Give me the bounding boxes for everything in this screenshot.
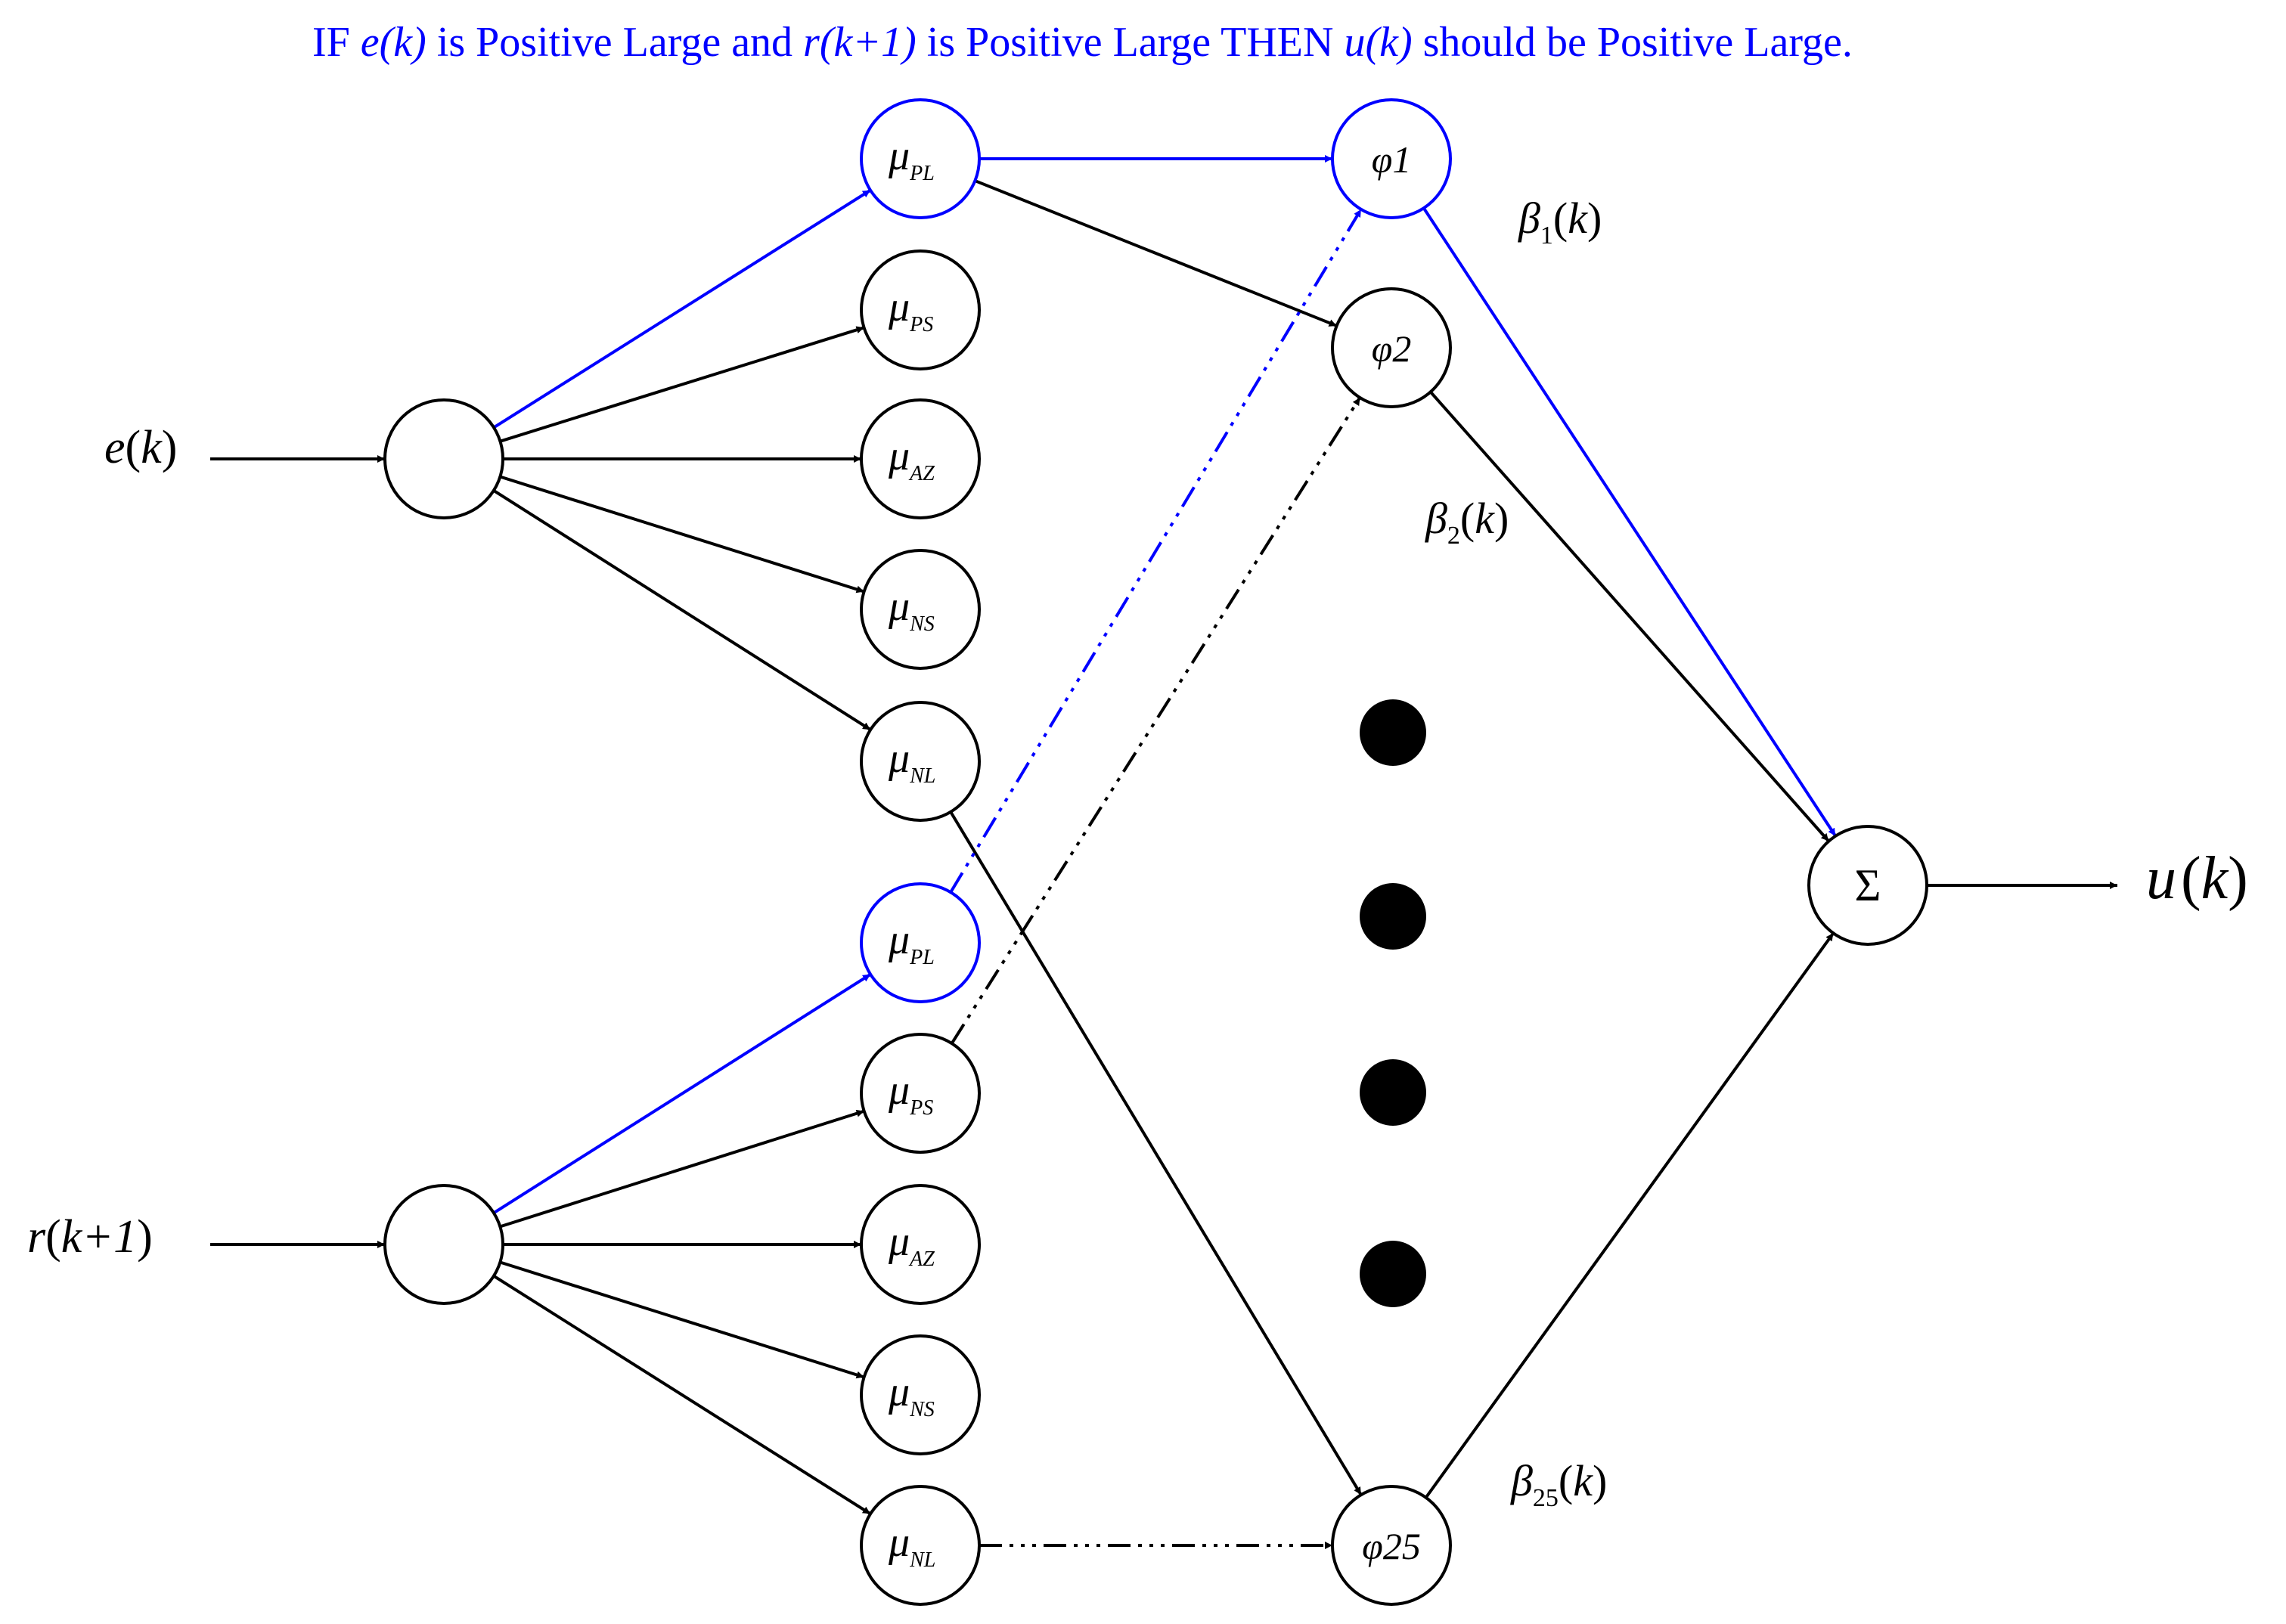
- edge-phi2-to-sum: [1429, 391, 1830, 842]
- membership-node-e-AZ: μAZ: [860, 398, 981, 519]
- output-label-u: u(k): [2146, 845, 2248, 912]
- membership-node-r-PL-label: μPL: [888, 916, 935, 969]
- caption-suffix: should be Positive Large.: [1413, 19, 1853, 66]
- membership-node-e-PL: μPL: [860, 98, 981, 219]
- edge-mu-NL-to-phi25: [949, 810, 1363, 1496]
- membership-node-e-PL-label: μPL: [888, 132, 935, 185]
- edges: [210, 155, 2117, 1549]
- sum-node: Σ: [1807, 825, 1928, 946]
- membership-node-e-PS: μPS: [860, 249, 981, 370]
- input-label-e: e(k): [104, 422, 177, 473]
- caption-u-k: u(k): [1344, 19, 1412, 66]
- membership-node-r-AZ-label: μAZ: [888, 1218, 935, 1271]
- ellipsis-dot-2: [1360, 883, 1426, 950]
- ellipsis-dot-1: [1360, 699, 1426, 766]
- membership-node-e-NS-label: μNS: [888, 583, 935, 636]
- caption-e-k: e(k): [361, 19, 426, 66]
- edge-phi1-to-sum: [1422, 207, 1837, 837]
- input-label-r: r(k+1): [27, 1211, 153, 1263]
- edge-e-to-mu-PS: [499, 326, 865, 443]
- edge-phi25-to-sum: [1425, 932, 1835, 1498]
- membership-node-r-NL: μNL: [860, 1485, 981, 1606]
- caption-r-k1: r(k+1): [803, 19, 917, 66]
- rule-node-phi2-label: φ2: [1372, 327, 1412, 370]
- membership-node-e-PS-label: μPS: [888, 284, 933, 336]
- sum-symbol: Σ: [1855, 860, 1881, 910]
- weight-label-beta25: β25(k): [1510, 1456, 1607, 1512]
- rule-node-phi25: φ25: [1331, 1485, 1452, 1606]
- edge-r-to-mu-PS: [499, 1109, 865, 1229]
- ellipsis-dot-3: [1360, 1059, 1426, 1126]
- input-node-e: [383, 398, 504, 519]
- edge-r-mu-PL-to-phi1: [949, 208, 1363, 894]
- rule-caption: IF e(k) is Positive Large and r(k+1) is …: [312, 19, 1853, 66]
- edge-e-to-mu-NS: [499, 475, 865, 594]
- weight-label-beta2: β2(k): [1425, 494, 1509, 550]
- caption-prefix: IF: [312, 19, 361, 66]
- membership-node-r-NS: μNS: [860, 1334, 981, 1455]
- membership-node-r-NL-label: μNL: [888, 1519, 935, 1572]
- rule-node-phi1: φ1: [1331, 98, 1452, 219]
- membership-node-e-NL: μNL: [860, 701, 981, 822]
- caption-mid2: is Positive Large THEN: [917, 19, 1345, 66]
- edge-mu-PL-to-phi2: [974, 179, 1338, 327]
- rule-node-phi25-label: φ25: [1362, 1525, 1421, 1567]
- membership-node-r-PS: μPS: [860, 1033, 981, 1154]
- membership-node-e-AZ-label: μAZ: [888, 432, 935, 485]
- edge-r-to-mu-NS: [499, 1260, 865, 1379]
- membership-node-e-NS: μNS: [860, 549, 981, 670]
- membership-node-r-PL: μPL: [860, 882, 981, 1003]
- caption-mid1: is Positive Large and: [426, 19, 803, 66]
- weight-label-beta1: β1(k): [1518, 194, 1602, 249]
- edge-r-mu-PS-to-phi2: [950, 396, 1362, 1045]
- rule-node-phi2: φ2: [1331, 287, 1452, 408]
- edge-r-to-mu-NL: [492, 1274, 872, 1516]
- input-node-r: [383, 1184, 504, 1305]
- membership-node-r-NS-label: μNS: [888, 1368, 935, 1421]
- edge-r-to-mu-PL: [492, 973, 872, 1214]
- edge-e-to-mu-NL: [492, 489, 872, 731]
- rule-node-phi1-label: φ1: [1372, 138, 1412, 181]
- edge-e-to-mu-PL: [492, 188, 872, 429]
- membership-node-r-AZ: μAZ: [860, 1184, 981, 1305]
- membership-node-r-PS-label: μPS: [888, 1067, 933, 1120]
- nodes: μPL μPS μAZ μNS μNL μPL μPS μAZ μNS μNL φ1 φ2 φ25 Σ: [383, 98, 1928, 1606]
- membership-node-e-NL-label: μNL: [888, 735, 935, 788]
- ellipsis-dot-4: [1360, 1241, 1426, 1307]
